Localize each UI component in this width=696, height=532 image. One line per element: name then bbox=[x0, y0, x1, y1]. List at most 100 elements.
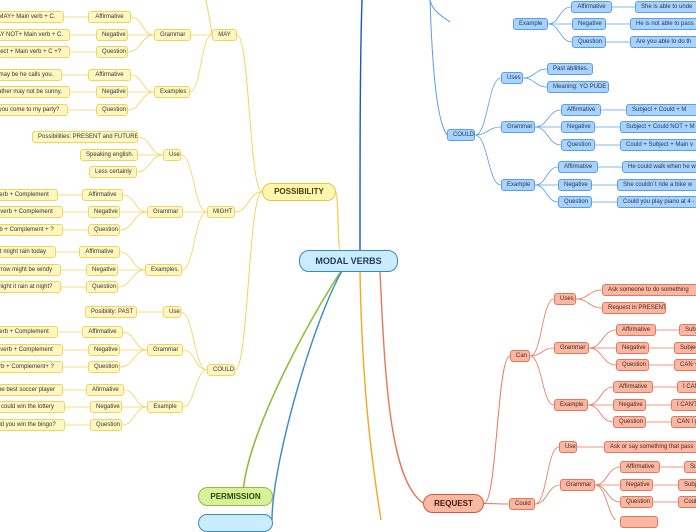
could-request-next-node[interactable] bbox=[620, 516, 658, 528]
could-ability-grammar-affirmative-text[interactable]: Subject + Could + M bbox=[626, 104, 696, 116]
request-node[interactable]: REQUEST bbox=[423, 494, 484, 513]
can-request-grammar-negative-text[interactable]: Subject bbox=[674, 342, 696, 354]
may-grammar-negative[interactable]: Negative bbox=[96, 29, 128, 41]
could-ability-grammar-affirmative[interactable]: Affirmative bbox=[561, 104, 601, 116]
could-past-use-node[interactable]: Use bbox=[163, 306, 181, 318]
could-ability-example-question-text[interactable]: Could you play piano at 4 - bbox=[617, 196, 696, 208]
might-node[interactable]: MIGHT bbox=[207, 206, 235, 218]
might-examples-question[interactable]: Question bbox=[86, 281, 118, 293]
could-past-grammar-affirmative[interactable]: Affirmative bbox=[82, 326, 123, 338]
could-ability-grammar-node[interactable]: Grammar bbox=[501, 121, 535, 133]
could-ability-grammar-negative-text[interactable]: Subject + Could NOT + M bbox=[620, 121, 696, 133]
could-past-example-negative[interactable]: Negative bbox=[90, 401, 122, 413]
could-ability-grammar-question[interactable]: Question bbox=[561, 139, 595, 151]
can-ability-example-affirmative-text[interactable]: She is able to unde bbox=[635, 1, 696, 13]
may-examples-negative-text[interactable]: ather may not be sunny. bbox=[0, 86, 70, 98]
could-ability-uses-item-1[interactable]: Past abilities. bbox=[547, 63, 593, 75]
could-past-grammar-question-text[interactable]: rb + Complement+ ? bbox=[0, 361, 63, 373]
could-past-example-affirmative[interactable]: Afirmative bbox=[86, 384, 124, 396]
could-request-grammar-negative[interactable]: Negative bbox=[620, 479, 653, 491]
can-ability-example-affirmative[interactable]: Affirmative bbox=[571, 1, 612, 13]
might-examples-affirmative-text[interactable]: t might rain today bbox=[0, 246, 56, 258]
can-request-grammar-question[interactable]: Question bbox=[616, 359, 649, 371]
can-ability-example-node[interactable]: Example bbox=[513, 18, 548, 30]
could-ability-node[interactable]: COULD bbox=[447, 129, 475, 141]
may-examples-node[interactable]: Examples bbox=[154, 86, 190, 98]
next-branch-node[interactable] bbox=[198, 514, 273, 532]
can-ability-example-question-text[interactable]: Are you able to do th bbox=[630, 36, 696, 48]
could-ability-grammar-question-text[interactable]: Could + Subject + Main v bbox=[620, 139, 696, 151]
may-examples-question[interactable]: Question bbox=[96, 104, 128, 116]
may-grammar-question-text[interactable]: ject + Main verb + C +? bbox=[0, 46, 70, 58]
could-request-use-node[interactable]: Use bbox=[559, 441, 577, 453]
might-use-item-2[interactable]: Speaking english. bbox=[80, 149, 138, 161]
can-request-node[interactable]: Can bbox=[510, 350, 530, 362]
might-examples-node[interactable]: Examples. bbox=[145, 264, 182, 276]
might-use-node[interactable]: Use bbox=[163, 149, 181, 161]
permission-node[interactable]: PERMISSION bbox=[198, 487, 273, 506]
could-ability-example-negative-text[interactable]: She couldn´t ride a bike w bbox=[617, 179, 696, 191]
can-request-grammar-affirmative[interactable]: Affirmative bbox=[616, 324, 656, 336]
might-grammar-negative[interactable]: Negative bbox=[88, 206, 120, 218]
possibility-node[interactable]: POSSIBILITY bbox=[262, 183, 336, 201]
may-grammar-affirmative[interactable]: Affirmative bbox=[88, 11, 131, 23]
can-request-uses-item-1[interactable]: Ask someone to do something bbox=[602, 284, 696, 296]
might-examples-question-text[interactable]: night it rain at night? bbox=[0, 281, 61, 293]
could-past-example-negative-text[interactable]: could win the lottery bbox=[0, 401, 65, 413]
might-use-item-3[interactable]: Less certainly bbox=[89, 166, 137, 178]
could-request-use-item[interactable]: Ask or say something that pass bbox=[604, 441, 696, 453]
may-examples-question-text[interactable]: you come to my party? bbox=[0, 104, 68, 116]
can-ability-example-negative-text[interactable]: He is not able to pass bbox=[630, 18, 696, 30]
could-past-grammar-question[interactable]: Question bbox=[88, 361, 120, 373]
can-request-example-question-text[interactable]: CAN I g bbox=[671, 416, 696, 428]
may-examples-affirmative-text[interactable]: may be he calls you. bbox=[0, 69, 62, 81]
could-ability-grammar-negative[interactable]: Negative bbox=[561, 121, 595, 133]
could-ability-example-affirmative-text[interactable]: He could walk when he w bbox=[622, 161, 696, 173]
could-request-grammar-affirmative[interactable]: Affirmative bbox=[620, 461, 660, 473]
could-past-grammar-negative-text[interactable]: verb + Complement bbox=[0, 344, 63, 356]
might-grammar-negative-text[interactable]: verb + Complement bbox=[0, 206, 63, 218]
can-request-example-question[interactable]: Question bbox=[613, 416, 646, 428]
might-examples-affirmative[interactable]: Affirmative bbox=[79, 246, 120, 258]
could-ability-uses-node[interactable]: Uses bbox=[501, 72, 523, 84]
could-ability-example-negative[interactable]: Negative bbox=[558, 179, 592, 191]
may-grammar-node[interactable]: Grammar bbox=[154, 29, 191, 41]
can-ability-example-question[interactable]: Question bbox=[572, 36, 606, 48]
could-past-use-item[interactable]: Posibility: PAST bbox=[85, 306, 137, 318]
can-request-example-affirmative[interactable]: Affirmative bbox=[613, 381, 653, 393]
could-past-example-node[interactable]: Example bbox=[147, 401, 183, 413]
could-request-grammar-affirmative-text[interactable]: Su bbox=[684, 461, 696, 473]
could-past-example-affirmative-text[interactable]: be best soccer player bbox=[0, 384, 63, 396]
might-grammar-node[interactable]: Grammar bbox=[147, 206, 183, 218]
can-request-grammar-question-text[interactable]: CAN + bbox=[674, 359, 696, 371]
could-request-grammar-question-text[interactable]: Coul bbox=[678, 496, 696, 508]
might-grammar-question-text[interactable]: b + Complement + ? bbox=[0, 224, 63, 236]
can-request-example-node[interactable]: Example bbox=[554, 399, 588, 411]
might-grammar-affirmative[interactable]: Affirmative bbox=[82, 189, 123, 201]
might-grammar-affirmative-text[interactable]: erb + Complement bbox=[0, 189, 58, 201]
could-request-grammar-question[interactable]: Question bbox=[620, 496, 653, 508]
could-past-grammar-node[interactable]: Grammar bbox=[147, 344, 183, 356]
can-ability-example-negative[interactable]: Negative bbox=[572, 18, 606, 30]
could-request-grammar-negative-text[interactable]: Subj bbox=[678, 479, 696, 491]
might-examples-negative[interactable]: Negative bbox=[86, 264, 118, 276]
could-ability-example-node[interactable]: Example bbox=[501, 179, 535, 191]
could-past-grammar-affirmative-text[interactable]: erb + Complement bbox=[0, 326, 58, 338]
can-request-example-negative[interactable]: Negative bbox=[613, 399, 646, 411]
can-request-grammar-node[interactable]: Grammar bbox=[554, 342, 589, 354]
could-request-grammar-node[interactable]: Grammar bbox=[560, 479, 595, 491]
can-request-grammar-affirmative-text[interactable]: Subj bbox=[679, 324, 696, 336]
can-request-example-negative-text[interactable]: I CAN'T bbox=[671, 399, 696, 411]
could-ability-example-affirmative[interactable]: Affirmative bbox=[558, 161, 598, 173]
could-past-grammar-negative[interactable]: Negative bbox=[88, 344, 120, 356]
could-past-example-question[interactable]: Question bbox=[90, 419, 122, 431]
can-request-uses-item-2[interactable]: Request in PRESENT bbox=[602, 302, 666, 314]
center-node[interactable]: MODAL VERBS bbox=[299, 250, 398, 272]
can-request-grammar-negative[interactable]: Negative bbox=[616, 342, 649, 354]
could-past-example-question-text[interactable]: ld you win the bingo? bbox=[0, 419, 65, 431]
may-node[interactable]: MAY bbox=[212, 29, 237, 41]
may-examples-negative[interactable]: Negative bbox=[96, 86, 128, 98]
can-request-example-affirmative-text[interactable]: I CAN bbox=[677, 381, 696, 393]
could-request-node[interactable]: Could bbox=[509, 498, 535, 510]
could-ability-example-question[interactable]: Question bbox=[558, 196, 592, 208]
